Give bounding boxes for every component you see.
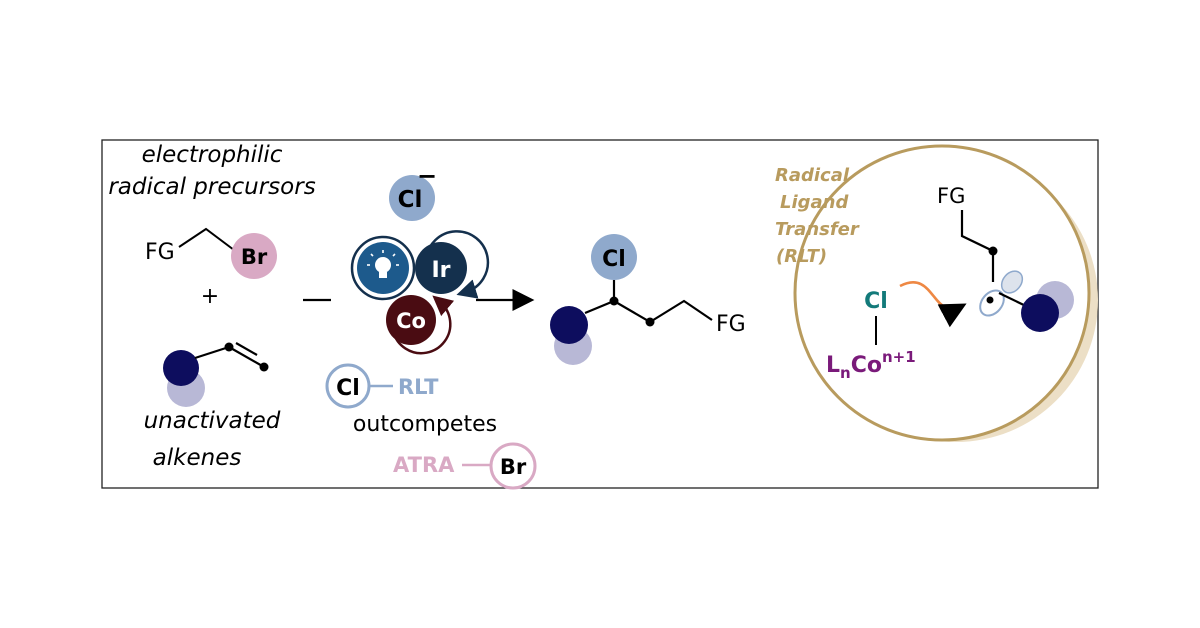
label-atra: ATRA — [393, 453, 455, 477]
alkene-navy-bead — [163, 350, 199, 386]
alkene-single-bond — [194, 345, 230, 360]
product-navy-bead — [550, 306, 588, 344]
label-inset-cl: Cl — [864, 289, 888, 314]
ir-cycle-arrow — [424, 230, 490, 299]
label-radical: Radical — [775, 165, 850, 186]
radical-center-dot — [986, 296, 994, 304]
label-unactivated: unactivated — [144, 408, 281, 434]
label-transfer: Transfer — [775, 219, 860, 240]
frame-border — [101, 139, 1099, 489]
orbital-lobe-top — [1000, 270, 1024, 294]
inset-chain — [960, 210, 995, 282]
precursor-bond — [178, 227, 235, 251]
label-rlt-abbrev: (RLT) — [776, 246, 827, 267]
label-inset-fg: FG — [937, 184, 965, 208]
label-rlt-cl: Cl — [336, 376, 360, 401]
label-co: Co — [396, 309, 426, 333]
chloride-bead — [389, 175, 435, 221]
alkene-double-bond-a — [228, 346, 265, 368]
product-dot-2 — [645, 317, 655, 327]
label-rlt: RLT — [398, 375, 439, 399]
product-dot-1 — [609, 296, 619, 306]
label-ir: Ir — [431, 258, 450, 283]
product-cl-bead — [591, 234, 637, 280]
alkene-double-bond-b — [235, 342, 258, 356]
label-ligand: Ligand — [780, 192, 849, 213]
label-fg-precursor: FG — [145, 240, 175, 265]
label-chloride: Cl — [398, 187, 423, 213]
ir-catalyst-bead — [415, 242, 467, 294]
label-radical-precursors: radical precursors — [108, 174, 315, 200]
label-atra-br: Br — [500, 455, 527, 479]
label-br: Br — [241, 245, 268, 269]
label-product-fg: FG — [716, 312, 746, 337]
light-bulb-icon — [367, 250, 399, 278]
atra-bromine-bead — [489, 442, 537, 490]
plus-sign: + — [201, 284, 219, 309]
rlt-circle — [793, 144, 1091, 442]
alkene-end-dot — [259, 362, 269, 372]
orbital-lobe-bottom — [979, 289, 1005, 317]
label-outcompetes: outcompetes — [353, 412, 497, 437]
inset-navy-bead — [1021, 294, 1059, 332]
co-catalyst-bead — [386, 295, 436, 345]
rlt-chlorine-bead — [325, 363, 371, 409]
label-electrophilic: electrophilic — [142, 142, 283, 168]
electron-transfer-arrow — [899, 281, 967, 328]
photo-ring — [350, 235, 416, 301]
cobalt-complex-label: LnCon+1 — [826, 348, 916, 382]
br-bead — [231, 233, 277, 279]
label-alkenes: alkenes — [153, 445, 242, 471]
inset-dot — [988, 246, 998, 256]
label-product-cl: Cl — [602, 247, 626, 272]
label-chloride-charge: − — [417, 162, 437, 190]
